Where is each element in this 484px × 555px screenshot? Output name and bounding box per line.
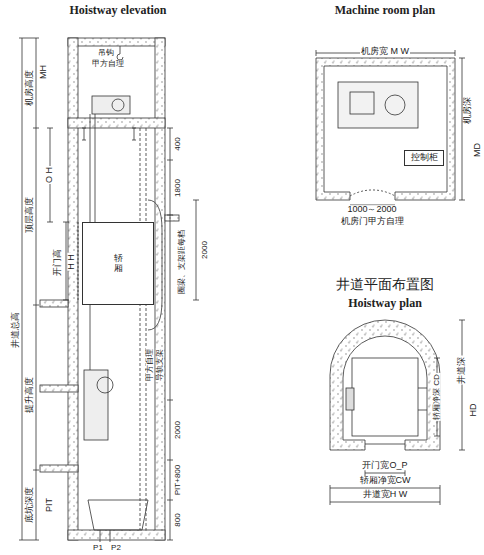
- dimension-label: 机房高度: [25, 69, 34, 107]
- dimension-label: P2: [110, 544, 122, 552]
- dimension-label: 2000: [201, 240, 209, 260]
- dimension-label: MD: [473, 142, 482, 158]
- dimension-label: 井道平面布置图: [335, 277, 435, 292]
- dimension-label: 1800: [174, 178, 182, 198]
- dimension-label: 机房宽 M W: [360, 47, 410, 56]
- dimension-label: 开门高: [53, 248, 62, 277]
- dimension-label: HD: [469, 403, 478, 418]
- dimension-label: 井道深: [457, 356, 466, 385]
- dimension-label: 甲方自理: [91, 60, 125, 68]
- dimension-label: 800: [174, 512, 182, 527]
- view-title: Machine room plan: [334, 4, 436, 17]
- hoistway-plan: [330, 320, 465, 505]
- dimension-label: P1: [92, 544, 104, 552]
- dimension-label: 机房深: [463, 96, 472, 125]
- dimension-label: 井道宽H W: [362, 490, 409, 499]
- view-title: Hoistway elevation: [69, 4, 168, 17]
- dimension-label: 底坑深度: [25, 486, 34, 524]
- dimension-label: 400: [174, 136, 182, 151]
- hoistway-elevation: [40, 38, 179, 540]
- car-box: 轿厢: [82, 222, 154, 305]
- dimension-label: 井道总高: [11, 311, 20, 349]
- dimension-label: H H: [67, 253, 76, 271]
- view-title: Hoistway plan: [347, 297, 423, 310]
- machine-room-plan: [316, 58, 455, 200]
- dimension-label: 吊钩: [97, 49, 115, 57]
- node-text: 轿厢: [114, 254, 123, 274]
- dimension-label: 1000～2000: [346, 205, 397, 214]
- node-text: 控制柜: [411, 153, 438, 163]
- dimension-label: 轿厢净深 CD: [433, 373, 441, 421]
- dimension-label: 提升高度: [25, 376, 34, 414]
- dimension-label: 圈梁、支架距每档: [178, 229, 186, 295]
- dimension-label: 轿厢净宽CW: [359, 476, 412, 485]
- dimension-label: PIT+800: [174, 464, 182, 496]
- dimension-label: 机房门甲方自理: [340, 217, 405, 226]
- machine-room-detail: [316, 50, 465, 205]
- dimension-label: 开门宽O_P: [361, 461, 408, 470]
- dimension-label: 导轨支架: [156, 348, 164, 382]
- elevation-detail: [19, 38, 199, 542]
- dimension-label: PIT: [45, 497, 54, 513]
- control-cabinet: 控制柜: [404, 150, 444, 166]
- dimension-label: O H: [45, 166, 54, 184]
- dimension-label: MH: [39, 64, 48, 80]
- dimension-label: 2000: [174, 420, 182, 440]
- dimension-label: 甲方自理: [146, 348, 154, 382]
- dimension-label: 顶层高度: [25, 196, 34, 234]
